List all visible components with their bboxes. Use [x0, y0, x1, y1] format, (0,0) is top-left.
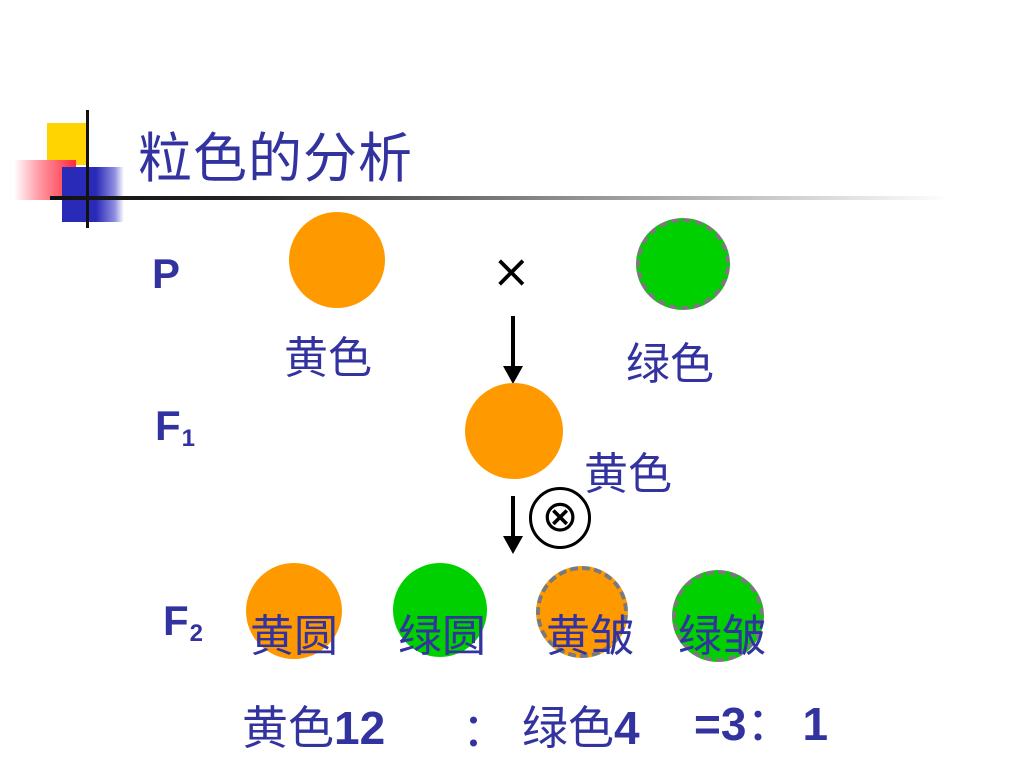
f2-yellow-wrinkled-seed: [536, 566, 628, 658]
ratio-green: 绿色4: [522, 701, 640, 755]
slide-title: 粒色的分析: [138, 127, 413, 190]
logo-vertical-line: [86, 110, 89, 228]
parent-green-seed: [636, 218, 730, 310]
ratio-separator: ：: [462, 703, 508, 757]
cross-symbol: ×: [492, 244, 531, 298]
title-underline: [50, 196, 950, 200]
parent-yellow-label: 黄色: [284, 333, 372, 384]
f2-yellow-round-seed: [246, 563, 342, 659]
generation-p-label: P: [152, 250, 181, 297]
arrow-p-to-f1: [503, 316, 523, 384]
ratio-yellow: 黄色12: [242, 701, 386, 755]
logo-yellow-square: [47, 123, 89, 165]
parent-yellow-seed: [289, 212, 385, 308]
arrow-f1-to-f2: [503, 496, 523, 554]
f1-label: 黄色: [584, 449, 672, 500]
f1-yellow-seed: [465, 383, 563, 479]
f2-phenotype-label: 黄圆: [250, 611, 338, 662]
f2-green-wrinkled-seed: [672, 570, 764, 662]
ratio-result: =3：1: [694, 697, 829, 751]
f2-phenotype-label: 绿圆: [398, 611, 486, 662]
f2-phenotype-label: 绿皱: [678, 611, 766, 662]
generation-f2-label: F2: [163, 597, 204, 647]
parent-green-label: 绿色: [626, 339, 714, 390]
generation-f1-label: F1: [155, 402, 196, 452]
f2-green-round-seed: [393, 563, 487, 657]
logo-blue-square: [62, 167, 124, 222]
self-cross-symbol: ⊗: [529, 487, 591, 549]
f2-phenotype-label: 黄皱: [546, 611, 634, 662]
